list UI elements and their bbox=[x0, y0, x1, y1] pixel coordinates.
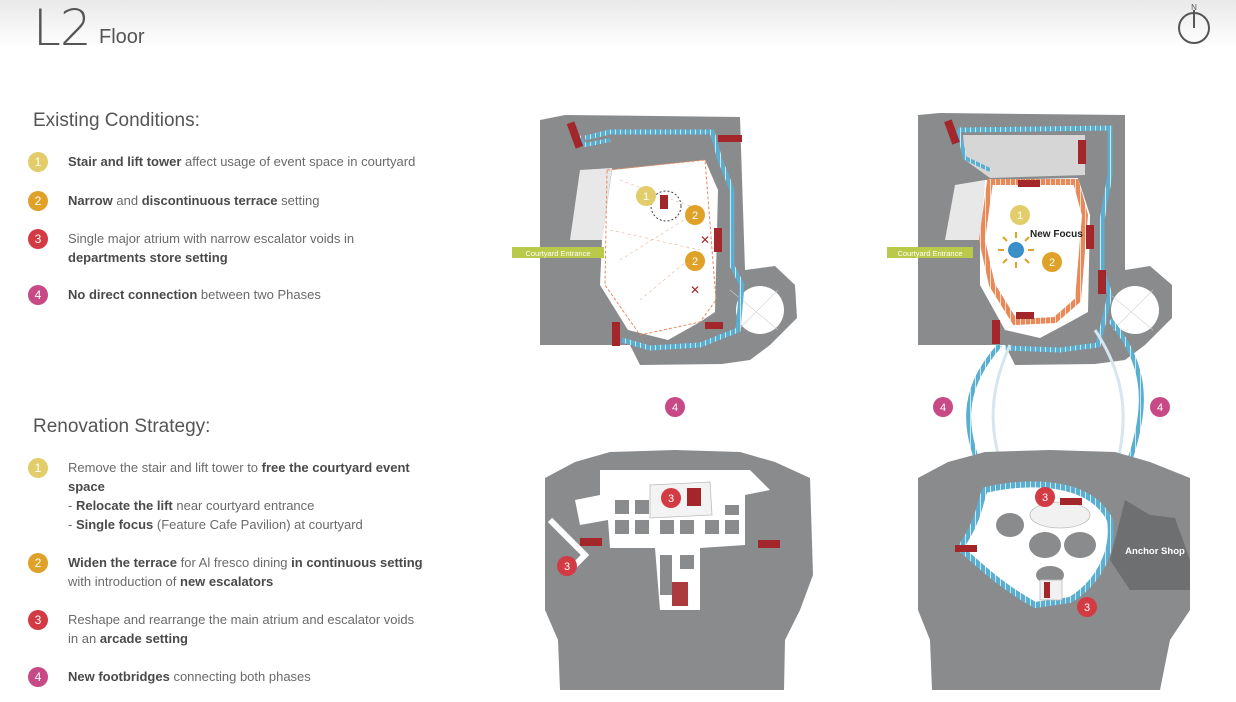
existing-item-3: 3 Single major atrium with narrow escalat… bbox=[28, 229, 438, 267]
strategy-item-1: 1 Remove the stair and lift tower to free… bbox=[28, 458, 438, 534]
strategy-item-4: 4 New footbridges connecting both phases bbox=[28, 667, 438, 687]
svg-text:2: 2 bbox=[692, 256, 698, 268]
strategy-item-2: 2 Widen the terrace for Al fresco dining … bbox=[28, 553, 438, 591]
marker-4-right: 4 bbox=[1157, 402, 1163, 414]
strategy-text-1: Remove the stair and lift tower to free … bbox=[68, 460, 410, 532]
existing-item-2: 2 Narrow and discontinuous terrace settin… bbox=[28, 191, 438, 211]
level-title: L2 bbox=[33, 0, 92, 57]
existing-conditions-title: Existing Conditions: bbox=[33, 110, 200, 131]
new-focus-label: New Focus bbox=[1030, 229, 1083, 240]
svg-text:2: 2 bbox=[692, 210, 698, 222]
existing-item-1: 1 Stair and lift tower affect usage of ev… bbox=[28, 152, 438, 172]
courtyard-entrance-label-renovated: Courtyard Entrance bbox=[897, 249, 962, 258]
plan-existing-lower: 3 3 bbox=[545, 450, 813, 690]
strategy-badge-4: 4 bbox=[28, 667, 48, 687]
marker-4-left: 4 bbox=[940, 402, 946, 414]
strategy-text-2: Widen the terrace for Al fresco dining i… bbox=[68, 555, 423, 589]
plan-renovated-upper: Courtyard Entrance New Focus 1 2 bbox=[887, 113, 1172, 492]
svg-text:2: 2 bbox=[1049, 257, 1055, 269]
courtyard-entrance-label-existing: Courtyard Entrance bbox=[525, 249, 590, 258]
existing-text-4: No direct connection between two Phases bbox=[68, 287, 321, 302]
sun-focus-icon bbox=[998, 232, 1034, 268]
svg-text:✕: ✕ bbox=[700, 233, 710, 247]
plan-existing-upper: ✕ ✕ Courtyard Entrance 1 2 2 bbox=[512, 115, 797, 365]
strategy-badge-1: 1 bbox=[28, 458, 48, 478]
existing-text-3: Single major atrium with narrow escalato… bbox=[68, 231, 355, 265]
anchor-shop-label: Anchor Shop bbox=[1125, 546, 1185, 557]
strategy-badge-2: 2 bbox=[28, 553, 48, 573]
existing-item-4: 4 No direct connection between two Phases bbox=[28, 285, 438, 305]
strategy-item-3: 3 Reshape and rearrange the main atrium a… bbox=[28, 610, 438, 648]
plan-renovated-lower: Anchor Shop 3 3 bbox=[918, 450, 1190, 690]
svg-text:1: 1 bbox=[643, 191, 649, 203]
existing-badge-4: 4 bbox=[28, 285, 48, 305]
svg-text:3: 3 bbox=[564, 561, 570, 573]
strategy-text-4: New footbridges connecting both phases bbox=[68, 669, 311, 684]
renovation-strategy-title: Renovation Strategy: bbox=[33, 416, 211, 437]
compass-letter: N bbox=[1191, 3, 1197, 12]
svg-text:1: 1 bbox=[1017, 210, 1023, 222]
floor-subtitle: Floor bbox=[99, 26, 145, 48]
existing-badge-3: 3 bbox=[28, 229, 48, 249]
existing-text-2: Narrow and discontinuous terrace setting bbox=[68, 193, 320, 208]
existing-badge-2: 2 bbox=[28, 191, 48, 211]
svg-text:3: 3 bbox=[1042, 492, 1048, 504]
north-compass-icon: N bbox=[1178, 3, 1210, 44]
strategy-badge-3: 3 bbox=[28, 610, 48, 630]
svg-text:3: 3 bbox=[668, 493, 674, 505]
svg-text:3: 3 bbox=[1084, 602, 1090, 614]
svg-text:✕: ✕ bbox=[690, 283, 700, 297]
marker-4-existing: 4 bbox=[672, 402, 678, 414]
header-bar bbox=[0, 0, 1236, 48]
existing-text-1: Stair and lift tower affect usage of eve… bbox=[68, 154, 416, 169]
strategy-text-3: Reshape and rearrange the main atrium an… bbox=[68, 612, 415, 646]
existing-badge-1: 1 bbox=[28, 152, 48, 172]
